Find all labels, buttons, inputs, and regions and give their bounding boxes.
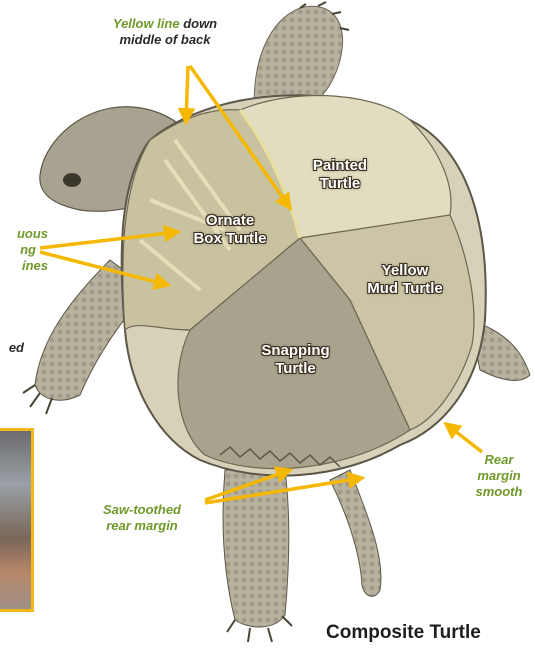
callout-continuous-lines: uous ng ines [0, 226, 48, 274]
turtle-eye [63, 173, 81, 187]
callout-rear-line2: margin [477, 468, 520, 483]
callout-yellow-line: Yellow line down middle of back [100, 16, 230, 48]
arrow-yellow-line-1 [186, 66, 188, 122]
callout-continuous-line2: ng [20, 242, 48, 257]
callout-saw-line2: rear margin [106, 518, 178, 533]
segment-label-painted: Painted Turtle [295, 157, 385, 193]
callout-continuous-line1: uous [17, 226, 48, 241]
callout-rear-smooth: Rear margin smooth [470, 452, 528, 500]
callout-yellow-line-rest2: middle of back [119, 32, 210, 47]
callout-yellow-line-highlight: Yellow line [113, 16, 180, 31]
arrow-rear-smooth [446, 424, 482, 452]
photo-inset [0, 428, 34, 612]
callout-yellow-line-rest1: down [180, 16, 218, 31]
segment-label-snapping: Snapping Turtle [248, 342, 343, 378]
callout-fragment-ed: ed [0, 340, 24, 356]
callout-rear-line1: Rear [485, 452, 514, 467]
callout-rear-line3: smooth [476, 484, 523, 499]
callout-saw-line1: Saw-toothed [103, 502, 181, 517]
callout-saw-toothed: Saw-toothed rear margin [72, 502, 212, 534]
diagram-title: Composite Turtle [326, 622, 481, 644]
callout-continuous-line3: ines [22, 258, 48, 273]
segment-label-ornate: Ornate Box Turtle [175, 212, 285, 248]
tail [330, 470, 381, 596]
segment-label-yellow-mud: Yellow Mud Turtle [350, 262, 460, 298]
